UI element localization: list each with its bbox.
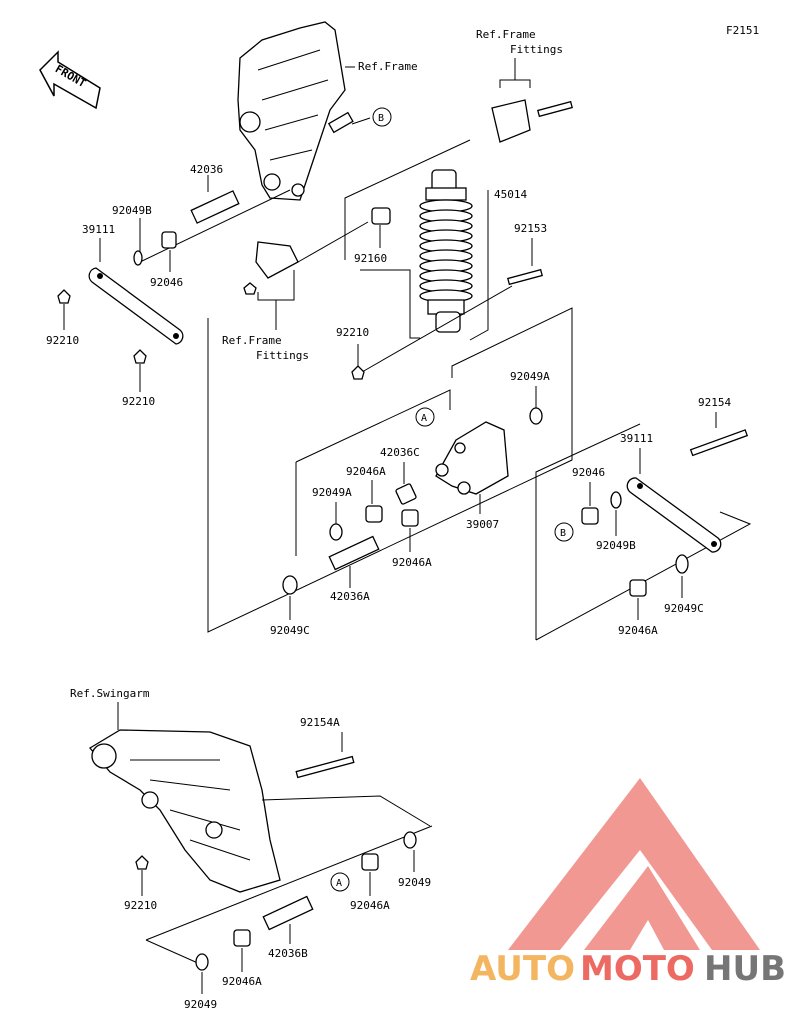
part-92154-label: 92154: [698, 396, 731, 409]
part-92049a-left-label: 92049A: [312, 486, 352, 499]
spacer-92160: [371, 207, 391, 225]
bolt-92154a: [295, 755, 355, 779]
svg-text:A: A: [336, 878, 342, 889]
watermark-logo: [508, 778, 760, 950]
part-42036c-label: 42036C: [380, 446, 420, 459]
washer-92049a-right: [529, 407, 543, 425]
frame-bracket: [237, 21, 354, 201]
swingarm: [89, 729, 281, 893]
front-arrow-icon: FRONT: [39, 50, 101, 110]
washer-92049a-left: [329, 523, 343, 541]
part-42036a-label: 42036A: [330, 590, 370, 603]
bushing-92046a-right: [629, 579, 647, 597]
part-92210-left-label: 92210: [46, 334, 79, 347]
washer-92049-bottom: [195, 953, 209, 971]
watermark-moto: MOTO: [580, 949, 695, 989]
part-92049b-top-label: 92049B: [112, 204, 152, 217]
part-92049-right-label: 92049: [398, 876, 431, 889]
bushing-92046a-top: [365, 505, 383, 523]
bushing-92046a-mid: [401, 509, 419, 527]
bushing-92046a-low: [233, 929, 251, 947]
ref-frame-label: Ref.Frame: [358, 60, 418, 73]
callout-b-mid: B: [554, 522, 574, 542]
watermark-auto: AUTO: [470, 949, 575, 989]
part-92210-left2-label: 92210: [122, 395, 155, 408]
tie-rod-39111-left: [88, 267, 184, 345]
bolt-92153: [507, 268, 543, 286]
part-92210-mid-label: 92210: [336, 326, 369, 339]
part-92154a-label: 92154A: [300, 716, 340, 729]
frame-fitting-plate-left: [255, 241, 299, 279]
ref-swingarm-label: Ref.Swingarm: [70, 687, 150, 700]
collar-42036a: [328, 535, 380, 571]
bushing-92046a-bottom: [361, 853, 379, 871]
part-39111-left-label: 39111: [82, 223, 115, 236]
part-92049-bottom-label: 92049: [184, 998, 217, 1011]
bolt-top: [537, 100, 573, 118]
collar-42036b: [262, 895, 314, 931]
washer-92049-right: [403, 831, 417, 849]
shock-absorber-45014: [419, 169, 473, 333]
part-92046a-right-label: 92046A: [618, 624, 658, 637]
part-92049c-left-label: 92049C: [270, 624, 310, 637]
part-92046a-mid-label: 92046A: [392, 556, 432, 569]
frame-fitting-plate-top: [491, 99, 531, 143]
ref-frame-fittings-left-2: Fittings: [256, 349, 309, 362]
part-92046-left-label: 92046: [150, 276, 183, 289]
washer-92049b-right: [610, 491, 622, 509]
part-92049c-right-label: 92049C: [664, 602, 704, 615]
bushing-92046-right: [581, 507, 599, 525]
part-42036b-label: 42036B: [268, 947, 308, 960]
bushing-92046: [161, 231, 177, 249]
tie-rod-39111-right: [626, 477, 722, 553]
collar-42036c: [395, 483, 417, 505]
part-42036-label: 42036: [190, 163, 223, 176]
nut-92210-left2: [133, 349, 147, 364]
part-92046-right-label: 92046: [572, 466, 605, 479]
nut-92210-bottom: [135, 855, 149, 870]
callout-a-mid: A: [415, 407, 435, 427]
collar-42036: [190, 190, 240, 224]
svg-text:A: A: [421, 413, 427, 424]
part-92210-bottom-label: 92210: [124, 899, 157, 912]
bolt-92154: [689, 429, 749, 457]
part-92153-label: 92153: [514, 222, 547, 235]
nut-92210-left: [57, 289, 71, 304]
part-39007-label: 39007: [466, 518, 499, 531]
svg-text:B: B: [560, 528, 566, 539]
part-92049a-right-label: 92049A: [510, 370, 550, 383]
ref-frame-fittings-left-1: Ref.Frame: [222, 334, 282, 347]
part-92046a-low-label: 92046A: [222, 975, 262, 988]
watermark-hub: HUB: [704, 949, 786, 989]
svg-text:B: B: [378, 113, 384, 124]
callout-a-bottom: A: [330, 872, 350, 892]
part-45014-label: 45014: [494, 188, 527, 201]
nut-92210-mid: [351, 365, 365, 380]
rocker-arm-39007: [435, 421, 509, 495]
part-92049b-right-label: 92049B: [596, 539, 636, 552]
part-92160-label: 92160: [354, 252, 387, 265]
nut-fitting-left: [243, 282, 257, 295]
part-92046a-bottom-label: 92046A: [350, 899, 390, 912]
washer-92049c-left: [282, 575, 298, 595]
ref-frame-fittings-top-1: Ref.Frame: [476, 28, 536, 41]
figure-code: F2151: [726, 24, 759, 37]
callout-b-top: B: [372, 107, 392, 127]
washer-92049b: [133, 250, 143, 266]
part-39111-right-label: 39111: [620, 432, 653, 445]
washer-92049c-right: [675, 554, 689, 574]
part-92046a-top-label: 92046A: [346, 465, 386, 478]
ref-frame-fittings-top-2: Fittings: [510, 43, 563, 56]
